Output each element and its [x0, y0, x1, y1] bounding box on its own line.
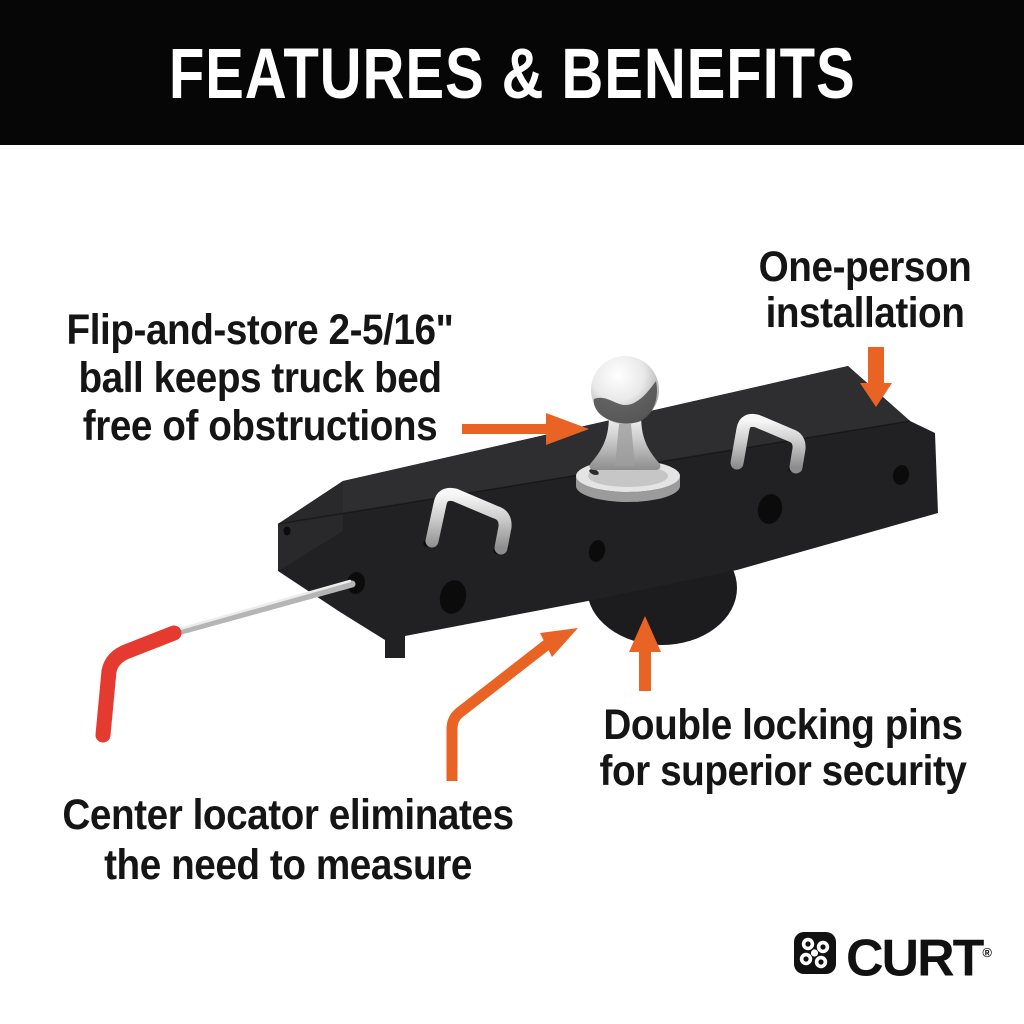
ball-base-side [576, 476, 680, 502]
locking-pin-handles [425, 413, 806, 555]
rod-hole [346, 572, 366, 594]
locking-pins-arrow [629, 616, 661, 691]
registered-mark: ® [982, 945, 993, 960]
callout-line: Flip-and-store 2-5/16" [66, 306, 454, 354]
curt-wordmark-text: CURT [846, 929, 984, 988]
callout-line: Center locator eliminates [62, 791, 514, 839]
callout-line: free of obstructions [82, 402, 438, 450]
ball-reflection [593, 381, 657, 424]
callout-line: Double locking pins [603, 701, 963, 749]
hitch-end-cap [278, 481, 343, 571]
center-locator-arrow-line [446, 638, 553, 781]
callout-arrows [446, 347, 892, 781]
callout-locking-pins: Double locking pins for superior securit… [581, 702, 986, 794]
mounting-holes [283, 465, 910, 614]
one-person-arrow [860, 347, 892, 407]
header-banner: FEATURES & BENEFITS [0, 0, 1024, 145]
ball-base-ring [588, 465, 668, 487]
callout-one-person: One-person installation [730, 244, 1000, 336]
center-locator-arrow-head [540, 628, 578, 657]
red-handle [95, 625, 182, 743]
brand-logo: CURT® [793, 931, 993, 984]
callout-line: for superior security [599, 747, 967, 795]
callout-line: installation [765, 289, 965, 337]
neck-shade [615, 424, 635, 466]
curt-circles-icon [794, 932, 836, 974]
page-title: FEATURES & BENEFITS [168, 32, 856, 113]
callout-center-locator: Center locator eliminates the need to me… [54, 790, 522, 890]
flip-ball-arrow [462, 413, 589, 445]
hitch-top-face [278, 366, 910, 524]
callout-line: the need to measure [104, 841, 472, 889]
callout-flip-ball: Flip-and-store 2-5/16" ball keeps truck … [42, 306, 478, 450]
gooseneck-hitch-illustration [95, 356, 938, 743]
callout-line: ball keeps truck bed [78, 354, 442, 402]
callout-line: One-person [758, 243, 972, 291]
curt-wordmark: CURT® [846, 931, 993, 984]
hitch-ball-assembly [576, 356, 680, 502]
center-locator-rod [95, 579, 356, 743]
base-slot [589, 469, 599, 475]
